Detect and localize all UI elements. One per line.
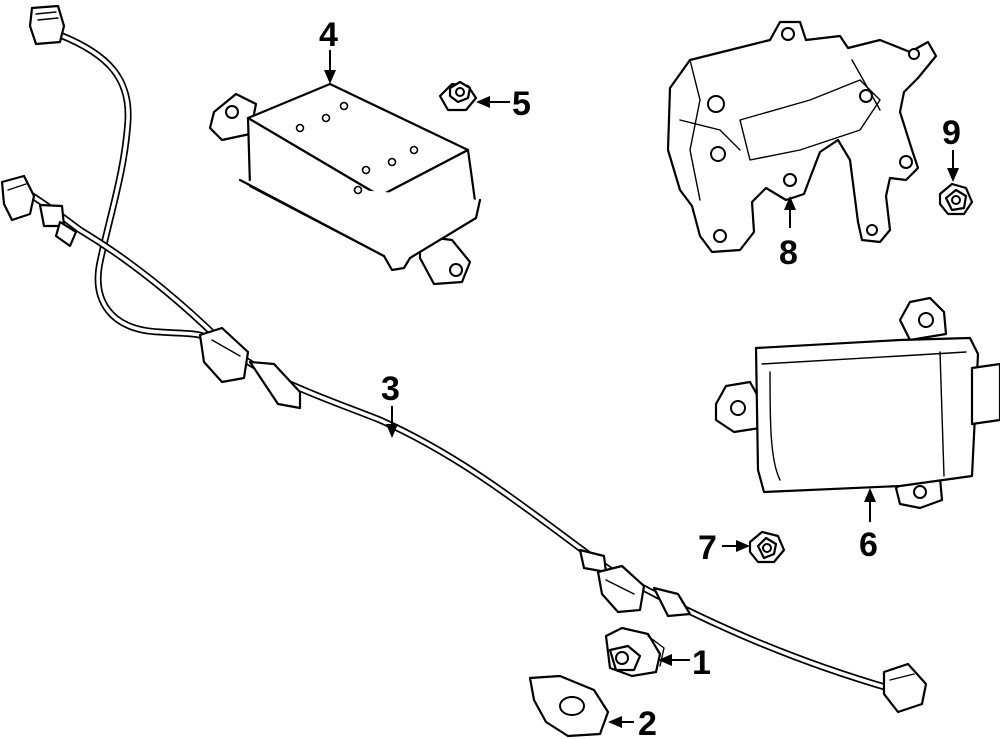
callout-9: 9 xyxy=(942,114,961,152)
nut-5 xyxy=(438,80,478,112)
callout-2: 2 xyxy=(638,705,657,739)
callout-labels: 4 5 8 9 3 6 7 1 2 xyxy=(319,16,961,739)
callout-8: 8 xyxy=(779,234,798,272)
mounting-bracket xyxy=(666,20,938,254)
sensor-module xyxy=(714,296,1000,510)
wiring-harness xyxy=(0,4,928,714)
callout-7: 7 xyxy=(698,529,717,567)
callout-leaders xyxy=(324,50,959,728)
nut-7 xyxy=(748,530,786,564)
control-module xyxy=(208,82,482,286)
nut-9 xyxy=(938,182,974,216)
callout-4: 4 xyxy=(319,16,338,54)
callout-6: 6 xyxy=(859,526,878,564)
callout-3: 3 xyxy=(381,370,400,408)
parking-sensor xyxy=(604,626,665,678)
callout-5: 5 xyxy=(512,85,531,123)
callout-1: 1 xyxy=(692,644,711,682)
sensor-retainer xyxy=(528,674,610,738)
